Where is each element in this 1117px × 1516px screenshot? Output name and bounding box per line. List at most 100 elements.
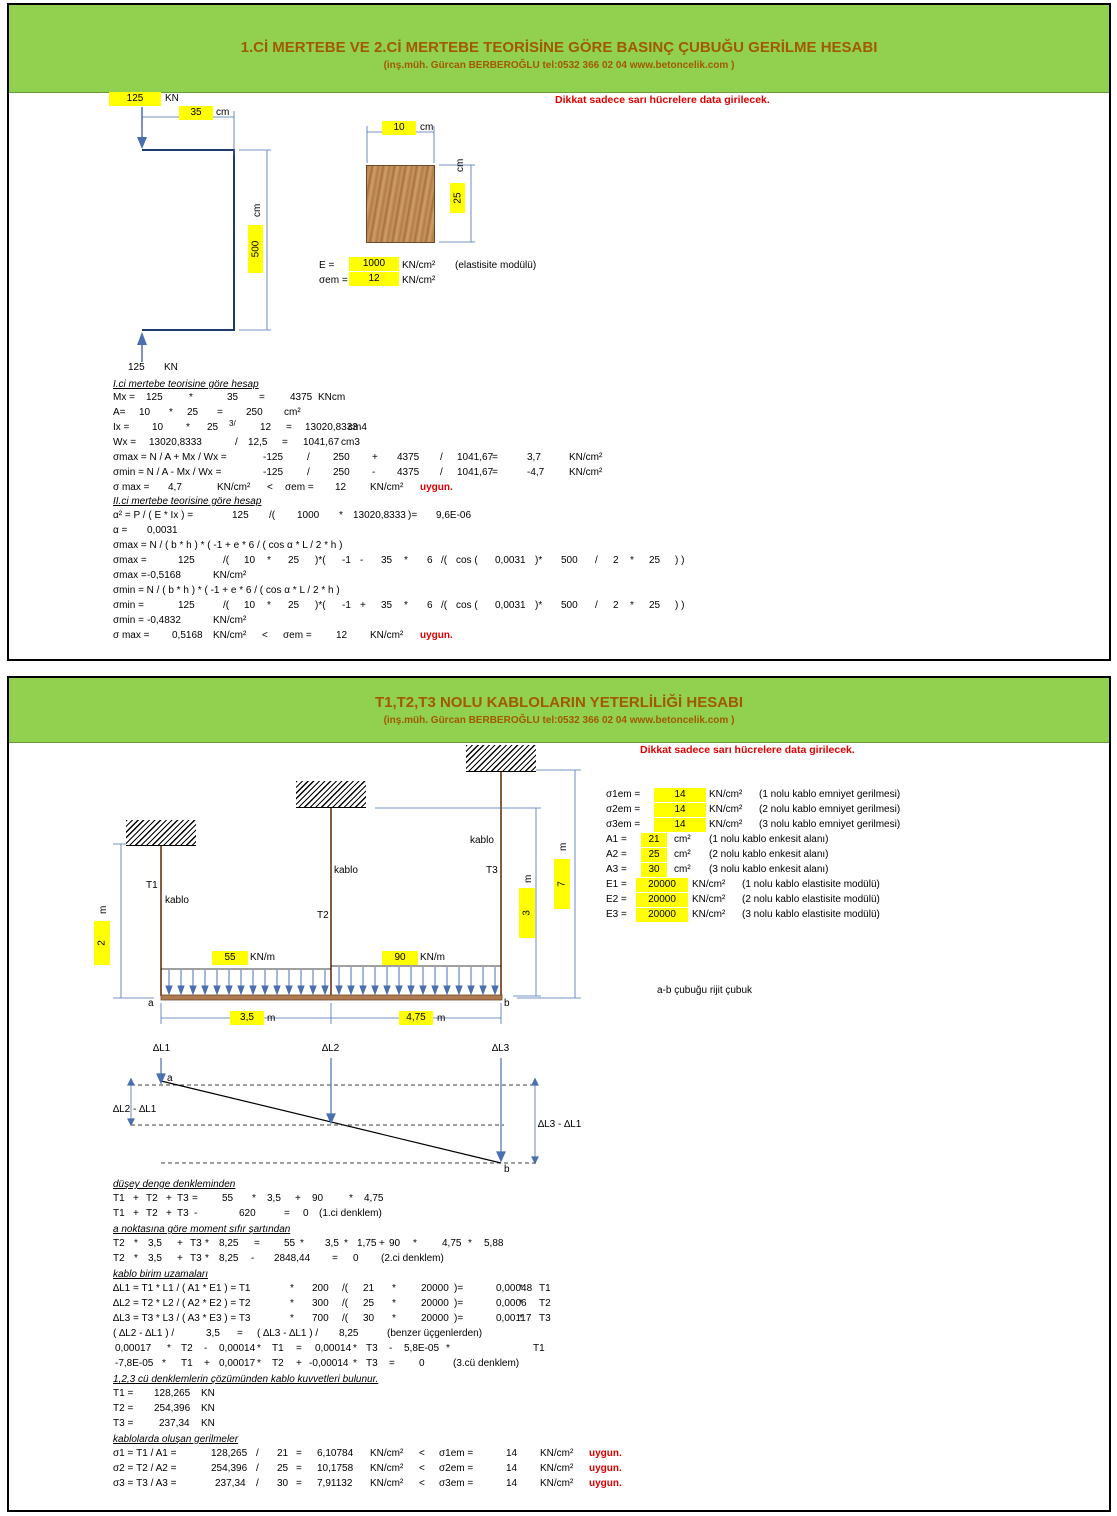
param-cell-8[interactable]: 20000 (636, 893, 688, 907)
calc-cell: 0,0006 (496, 1298, 527, 1309)
param-cell-1[interactable]: 14 (654, 788, 706, 802)
calc-cell: + (133, 1193, 139, 1204)
calc-cell: 300 (312, 1298, 329, 1309)
calc-cell: = (296, 1463, 302, 1474)
section-heading-s1: düşey denge denkleminden (113, 1179, 236, 1190)
q1-cell[interactable]: 55 (212, 951, 248, 965)
calc-cell: 6,10784 (317, 1448, 354, 1459)
defl-b: b (504, 1164, 510, 1175)
calc-cell: * (519, 1283, 523, 1294)
calc-cell: -0,5168 (147, 570, 181, 581)
calc-cell: 25 (288, 555, 300, 566)
load-top-cell[interactable]: 125 (109, 92, 161, 106)
h3-cell[interactable]: 7 (554, 859, 570, 909)
calc-cell: KN/cm² (213, 630, 247, 641)
calc-cell: * (349, 1193, 353, 1204)
param-unit: KN/cm² (709, 819, 743, 830)
calc-cell: 0,0031 (495, 555, 526, 566)
param-unit: cm² (674, 864, 691, 875)
E-unit: KN/cm² (402, 260, 436, 271)
calc-cell: * (404, 555, 408, 566)
param-note: (3 nolu kablo elastisite modülü) (742, 909, 880, 920)
calc-cell: 0,00048 (496, 1283, 533, 1294)
panel1-warning: Dikkat sadece sarı hücrelere data girile… (555, 94, 770, 106)
calc-cell: σ2em = (439, 1463, 474, 1474)
calc-cell: 12 (335, 482, 347, 493)
calc-cell: 3,5 (148, 1238, 162, 1249)
calc-cell: * (290, 1313, 294, 1324)
load-arrow-head (261, 985, 269, 996)
q2-cell[interactable]: 90 (382, 951, 418, 965)
calc-cell: 14 (506, 1478, 518, 1489)
h2-cell[interactable]: 3 (519, 888, 535, 938)
width-cell[interactable]: 10 (382, 121, 416, 135)
param-unit: KN/cm² (709, 789, 743, 800)
calc-cell: cos ( (456, 555, 478, 566)
param-cell-4[interactable]: 21 (641, 833, 667, 847)
calc-cell: σ max = (113, 482, 150, 493)
calc-cell: = (332, 1253, 338, 1264)
calc-cell: 2848,44 (274, 1253, 311, 1264)
calc-cell: + (372, 452, 378, 463)
calc-cell: σ1em = (439, 1448, 474, 1459)
sem-cell[interactable]: 12 (349, 272, 399, 286)
calc-cell: 0,00014 (315, 1343, 352, 1354)
calc-cell: 250 (333, 467, 350, 478)
calc-cell: 8,25 (219, 1238, 239, 1249)
calc-cell: * (205, 1253, 209, 1264)
calc-cell: Wx = (113, 437, 137, 448)
param-cell-9[interactable]: 20000 (636, 908, 688, 922)
calc-cell: )*( (315, 555, 326, 566)
h1-cell[interactable]: 2 (94, 921, 110, 965)
calc-cell: -1 (342, 555, 351, 566)
calc-cell: 3/ (229, 419, 236, 428)
calc-cell: * (134, 1253, 138, 1264)
calc-cell: * (257, 1343, 261, 1354)
calc-cell: 30 (277, 1478, 289, 1489)
rigid-note: a-b çubuğu rijit çubuk (657, 985, 753, 996)
calc-cell: 12 (260, 422, 272, 433)
calc-cell: / (595, 600, 598, 611)
calc-cell: 0,0031 (147, 525, 178, 536)
calc-cell: 250 (246, 407, 263, 418)
calc-cell: ) ) (675, 600, 685, 611)
load-arrow-head (309, 985, 317, 996)
dL31-label: ∆L3 - ∆L1 (538, 1119, 582, 1130)
calc-cell: T2 (146, 1208, 158, 1219)
E-cell[interactable]: 1000 (349, 257, 399, 271)
param-cell-6[interactable]: 30 (641, 863, 667, 877)
param-cell-5[interactable]: 25 (641, 848, 667, 862)
cable1-label: kablo (165, 895, 189, 906)
param-cell-7[interactable]: 20000 (636, 878, 688, 892)
calc-cell: 500 (561, 600, 578, 611)
param-cell-2[interactable]: 14 (654, 803, 706, 817)
calc-cell: 10 (244, 600, 256, 611)
panel2-warning: Dikkat sadece sarı hücrelere data girile… (640, 744, 855, 756)
calc-line-2: T1+T2+T3-620=0(1.ci denklem) (9, 1206, 729, 1221)
load-arrow-head (359, 985, 367, 996)
height-cell[interactable]: 25 (450, 183, 465, 213)
ecc-cell[interactable]: 35 (179, 106, 213, 120)
param-label: E3 = (606, 909, 627, 920)
calc-cell: 55 (284, 1238, 296, 1249)
calc-cell: 1041,67 (457, 452, 494, 463)
calc-cell: 21 (277, 1448, 289, 1459)
calc-line-10: σmax = N / ( b * h ) * ( -1 + e * 6 / ( … (9, 538, 729, 553)
calc-cell: / (256, 1448, 259, 1459)
param-note: (2 nolu kablo elastisite modülü) (742, 894, 880, 905)
calc-cell: KN/cm² (370, 1463, 404, 1474)
calc-cell: KN/cm² (569, 452, 603, 463)
T2-label: T2 (317, 910, 329, 921)
load-arrow-head (297, 985, 305, 996)
L2-cell[interactable]: 4,75 (399, 1011, 433, 1025)
calc-cell: KN (201, 1388, 215, 1399)
calc-cell: 35 (227, 392, 239, 403)
section-heading-s5: kablolarda oluşan gerilmeler (113, 1434, 239, 1445)
calc-cell: 21 (363, 1283, 375, 1294)
param-cell-3[interactable]: 14 (654, 818, 706, 832)
length-cell[interactable]: 500 (248, 225, 263, 273)
L1-cell[interactable]: 3,5 (230, 1011, 264, 1025)
calc-cell: < (419, 1478, 425, 1489)
